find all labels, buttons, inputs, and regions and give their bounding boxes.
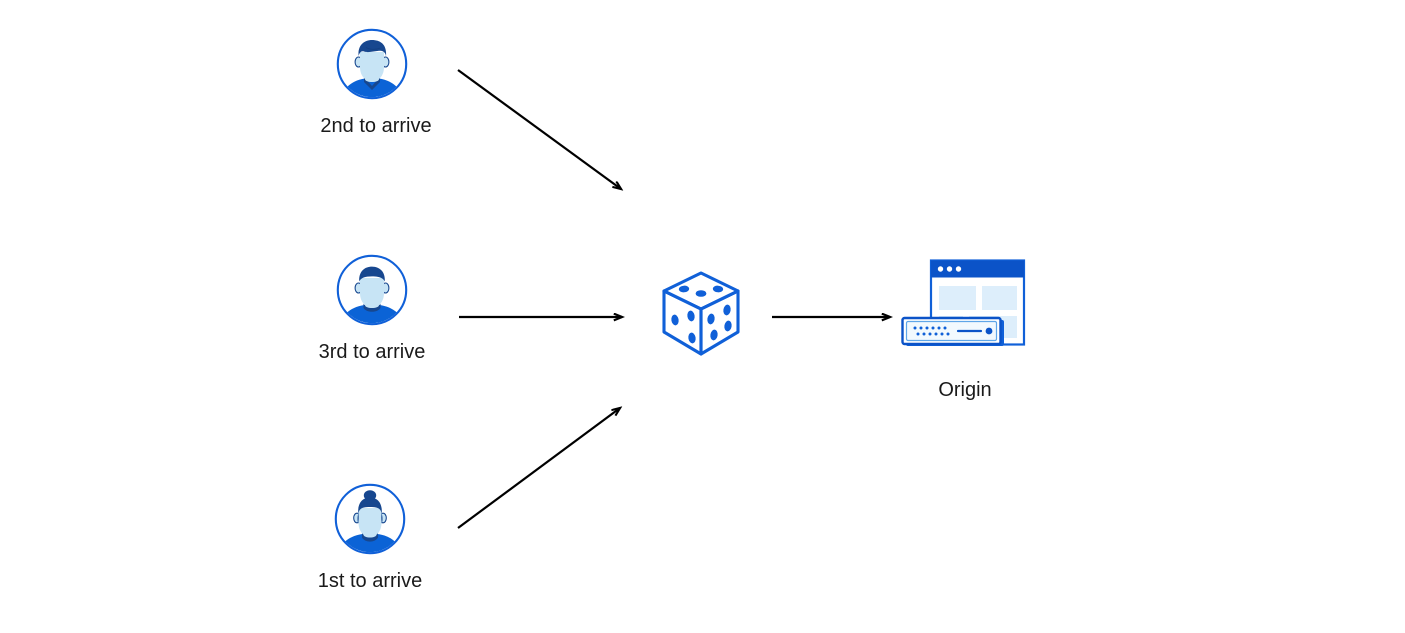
user-avatar-icon xyxy=(334,483,406,555)
client-label-2nd: 2nd to arrive xyxy=(320,115,432,137)
user-avatar-icon xyxy=(336,254,408,326)
user-avatar-icon xyxy=(336,28,408,100)
router-device-shape xyxy=(901,316,1004,346)
client-label-3rd: 3rd to arrive xyxy=(318,341,426,363)
client-label-1st: 1st to arrive xyxy=(317,570,423,592)
arrow-1st-to-dice xyxy=(457,408,620,529)
origin-server-icon xyxy=(901,259,1026,346)
dice-icon xyxy=(662,271,740,356)
origin-label: Origin xyxy=(938,379,992,401)
